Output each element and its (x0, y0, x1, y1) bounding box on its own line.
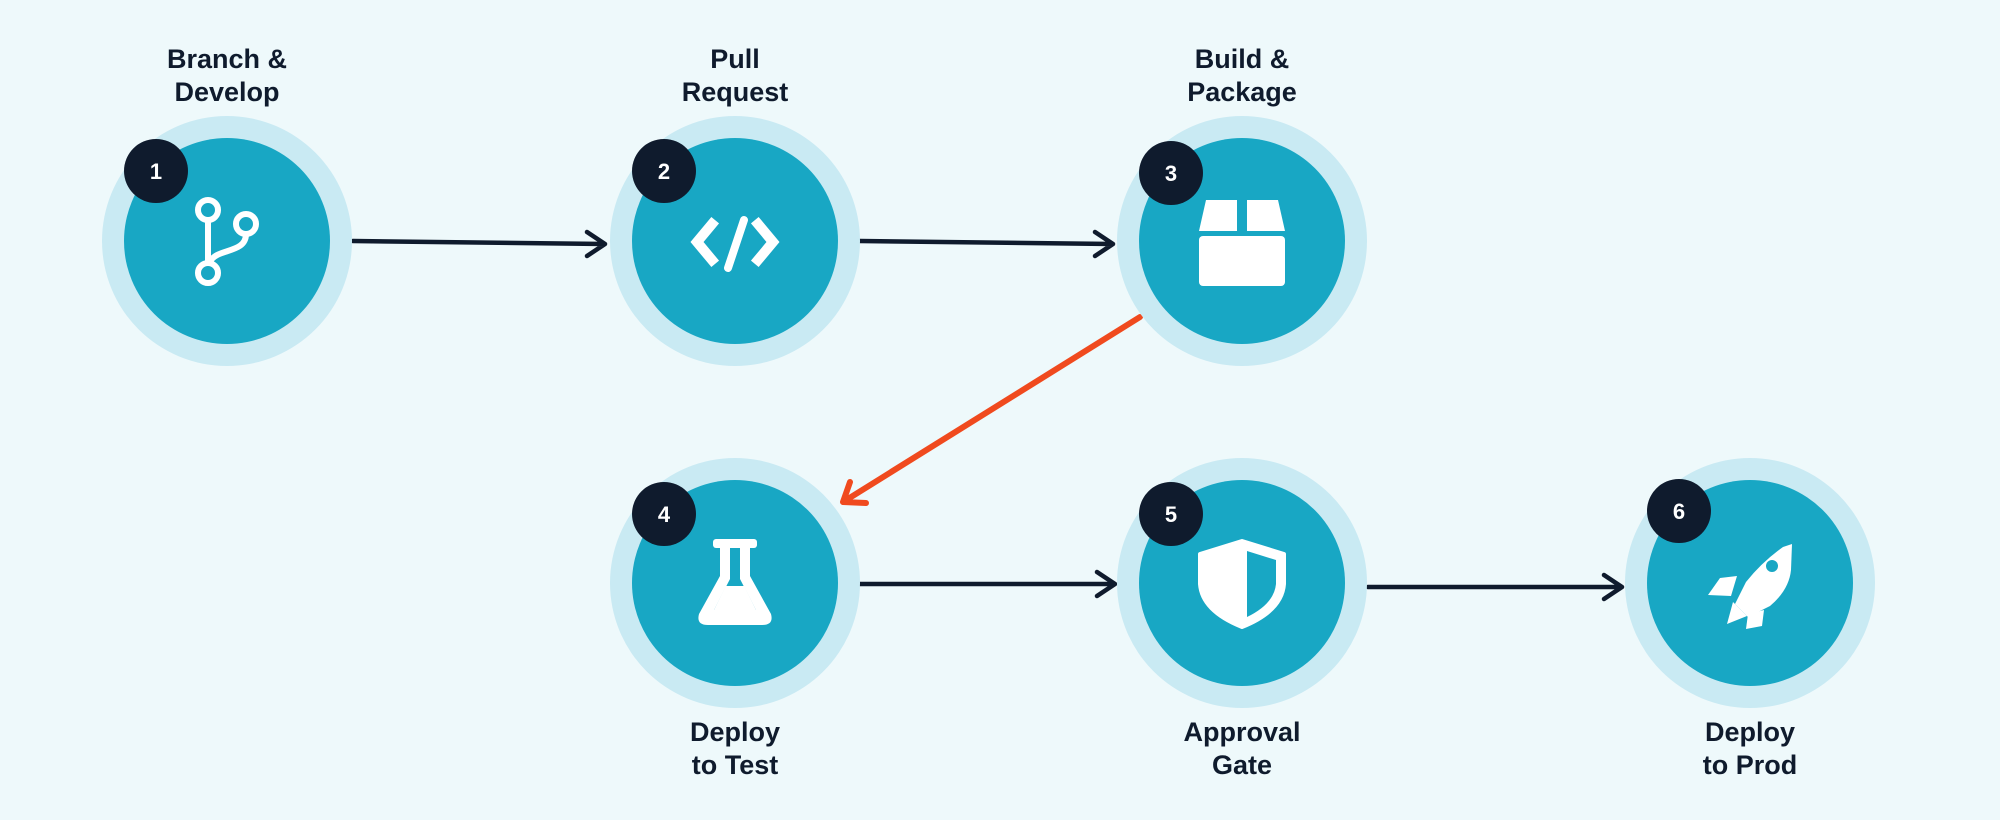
connectors (350, 229, 1625, 602)
flask-icon (698, 539, 772, 625)
step-badge (1139, 482, 1203, 546)
arrow-step1-to-step2 (350, 229, 608, 259)
step-node-4: 4 Deploy to Test (610, 458, 860, 780)
step-badge (1647, 479, 1711, 543)
step-number: 5 (1165, 502, 1177, 527)
step-label: to Prod (1703, 750, 1798, 780)
rocket-icon (1708, 544, 1792, 629)
step-node-3: Build & Package 3 (1117, 44, 1367, 366)
arrow-step5-to-step6 (1365, 572, 1625, 602)
package-box-icon (1199, 200, 1285, 286)
step-number: 4 (658, 502, 671, 527)
step-label: Branch & (167, 44, 287, 74)
step-label: Build & (1195, 44, 1290, 74)
code-icon (690, 216, 780, 272)
step-badge (1139, 141, 1203, 205)
step-label: Request (682, 77, 789, 107)
arrow-step3-to-step4 (840, 314, 1143, 506)
step-node-2: Pull Request 2 (610, 44, 860, 366)
step-number: 6 (1673, 499, 1685, 524)
step-node-6: 6 Deploy to Prod (1625, 458, 1875, 780)
git-branch-icon (195, 197, 259, 286)
step-label: Gate (1212, 750, 1272, 780)
step-label: Deploy (690, 717, 780, 747)
step-label: Deploy (1705, 717, 1795, 747)
step-node-5: 5 Approval Gate (1117, 458, 1367, 780)
step-badge (124, 139, 188, 203)
step-number: 1 (150, 159, 162, 184)
step-badge (632, 139, 696, 203)
step-node-1: Branch & Develop 1 (102, 44, 352, 366)
shield-icon (1198, 539, 1286, 629)
step-label: Develop (174, 77, 279, 107)
arrow-step4-to-step5 (857, 569, 1118, 599)
step-label: Pull (710, 44, 760, 74)
step-badge (632, 482, 696, 546)
step-number: 2 (658, 159, 670, 184)
arrow-step2-to-step3 (857, 229, 1116, 259)
step-label: to Test (692, 750, 779, 780)
step-label: Approval (1183, 717, 1300, 747)
step-number: 3 (1165, 161, 1177, 186)
step-label: Package (1187, 77, 1297, 107)
